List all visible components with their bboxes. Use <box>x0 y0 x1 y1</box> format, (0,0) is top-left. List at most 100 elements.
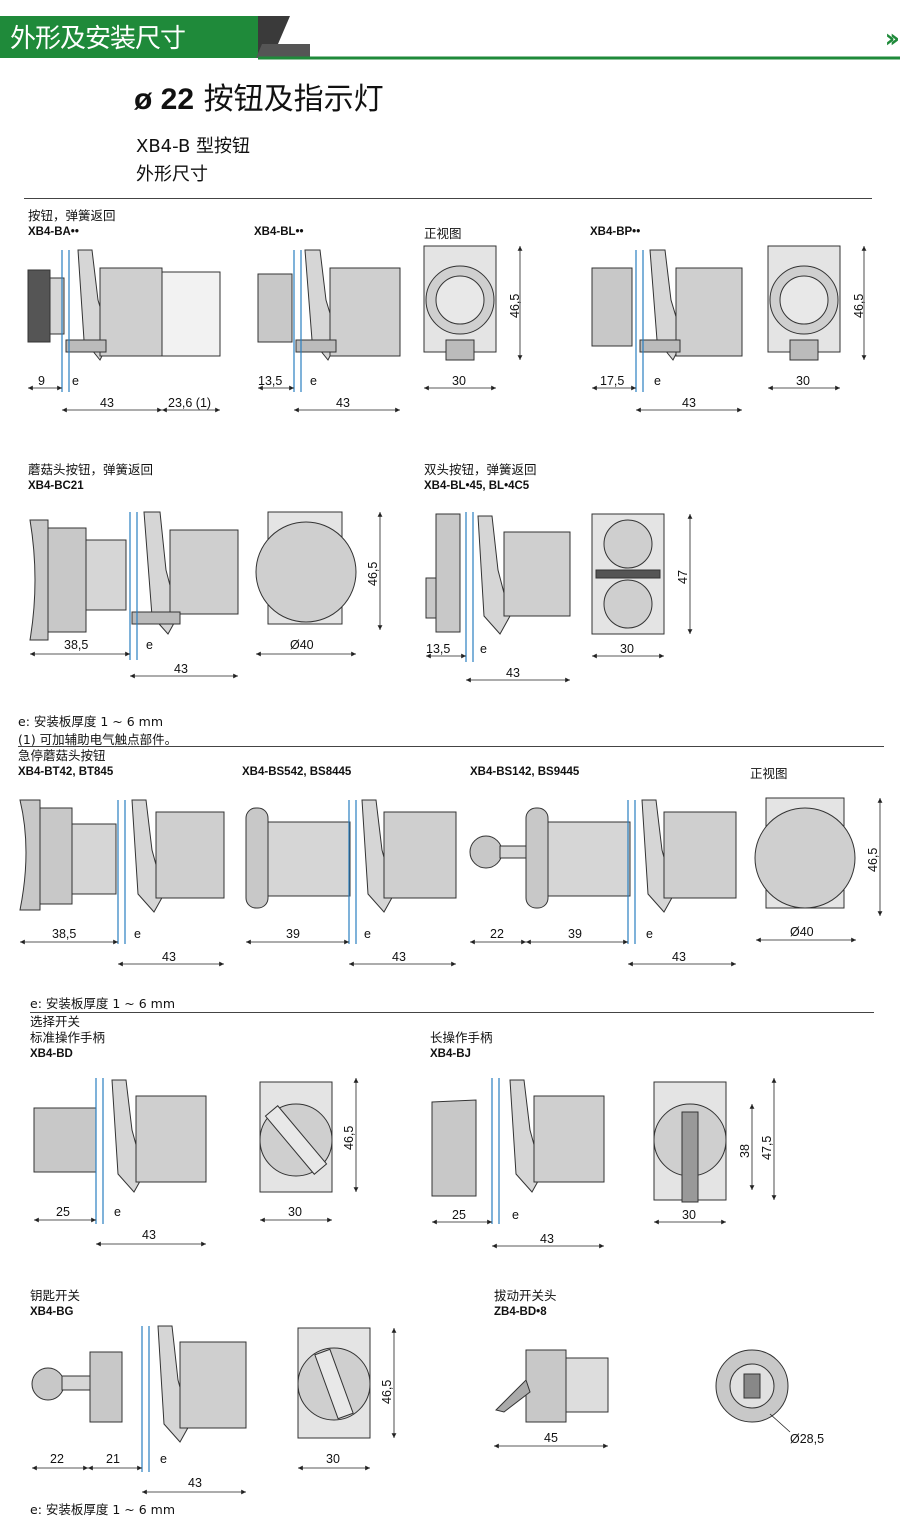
dim-label: 43 <box>506 666 520 680</box>
dim-label: e <box>480 642 487 656</box>
note-e: e: 安装板厚度 1 ~ 6 mm <box>18 714 164 729</box>
drawing-bd-front <box>259 1081 333 1193</box>
dim-label: 46,5 <box>366 561 380 586</box>
dim-label: 30 <box>452 374 466 388</box>
dim-label: e <box>654 374 661 388</box>
dim-label: e <box>364 927 371 941</box>
dim-label: e <box>646 927 653 941</box>
dim-label: 43 <box>540 1232 554 1246</box>
dim-label: 30 <box>326 1452 340 1466</box>
divider <box>18 746 884 747</box>
drawing-ba <box>27 249 221 361</box>
drawing-bj-front <box>653 1081 727 1203</box>
drawing-front-view-2 <box>767 245 841 361</box>
dim-label: 43 <box>142 1228 156 1242</box>
dim-label: e <box>72 374 79 388</box>
model-code: XB4-BP•• <box>590 226 641 238</box>
model-code: XB4-BJ <box>430 1048 471 1060</box>
dim-label: 43 <box>682 396 696 410</box>
dim-label: 23,6 (1) <box>168 396 212 410</box>
drawing-bj <box>431 1079 605 1197</box>
model-code: XB4-BL•• <box>254 226 304 238</box>
dim-label: 43 <box>336 396 350 410</box>
dim-label: 43 <box>100 396 114 410</box>
dim-label: 30 <box>682 1208 696 1222</box>
dim-label: Ø40 <box>790 925 814 939</box>
dim-label: 30 <box>796 374 810 388</box>
dim-label: 38,5 <box>64 638 89 652</box>
model-code: XB4-BT42, BT845 <box>18 766 114 778</box>
group-label: 标准操作手柄 <box>30 1030 106 1045</box>
group-label: 双头按钮，弹簧返回 <box>424 462 537 477</box>
drawing-bl <box>257 249 401 361</box>
dim-label: 43 <box>174 662 188 676</box>
section-title: 外形及安装尺寸 <box>10 24 186 54</box>
drawing-zb4-front <box>715 1349 789 1423</box>
dim-label: 46,5 <box>866 847 880 872</box>
header-band <box>0 16 900 60</box>
dim-label: 43 <box>162 950 176 964</box>
model-code: XB4-BC21 <box>28 480 84 492</box>
drawing-bp <box>591 249 743 361</box>
dim-label: 47,5 <box>760 1135 774 1160</box>
dim-label: 46,5 <box>508 293 522 318</box>
group-label: 长操作手柄 <box>430 1030 493 1045</box>
note-e: e: 安装板厚度 1 ~ 6 mm <box>30 996 176 1011</box>
dim-label: 22 <box>50 1452 64 1466</box>
drawing-bl45-front <box>591 513 665 635</box>
drawing-bd <box>33 1079 207 1193</box>
model-code: XB4-BA•• <box>28 226 79 238</box>
drawing-bs142 <box>469 799 737 913</box>
group-label: 蘑菇头按钮，弹簧返回 <box>28 462 154 477</box>
dim-label: 30 <box>288 1205 302 1219</box>
dim-label: 9 <box>38 374 45 388</box>
model-code: ZB4-BD•8 <box>494 1306 547 1318</box>
dim-label: e <box>114 1205 121 1219</box>
dim-label: 47 <box>676 570 690 584</box>
dim-label: 46,5 <box>380 1379 394 1404</box>
group-label: 拔动开关头 <box>494 1288 557 1303</box>
group-label: 钥匙开关 <box>30 1288 81 1303</box>
model-code: XB4-BS542, BS8445 <box>242 766 352 778</box>
dim-label: 45 <box>544 1431 558 1445</box>
diameter-label: ø 22 <box>134 83 195 116</box>
group-label: 选择开关 <box>30 1014 81 1029</box>
dim-label: 22 <box>490 927 504 941</box>
dim-label: 39 <box>568 927 582 941</box>
group-label: 按钮，弹簧返回 <box>28 208 116 223</box>
dim-label: 43 <box>392 950 406 964</box>
section-header: 外形及安装尺寸 ›› <box>0 14 900 62</box>
dim-label: e <box>512 1208 519 1222</box>
drawing-bc21-front <box>255 511 357 625</box>
page-title: ø 22 按钮及指示灯 <box>134 74 384 118</box>
model-code: XB4-BG <box>30 1306 74 1318</box>
model-code: XB4-BD <box>30 1048 73 1060</box>
drawing-bl45 <box>425 513 571 635</box>
view-label: 正视图 <box>424 226 462 241</box>
dim-label: 43 <box>672 950 686 964</box>
dim-label: 46,5 <box>852 293 866 318</box>
note-e: e: 安装板厚度 1 ~ 6 mm <box>30 1502 176 1517</box>
drawing-zb4 <box>495 1349 609 1423</box>
group-label: 急停蘑菇头按钮 <box>18 748 106 763</box>
dim-label: 25 <box>452 1208 466 1222</box>
dim-label: 13,5 <box>258 374 283 388</box>
subtitle-dimensions: 外形尺寸 <box>136 164 208 185</box>
dim-label: e <box>310 374 317 388</box>
dim-label: 30 <box>620 642 634 656</box>
dim-label: e <box>134 927 141 941</box>
dim-label: 39 <box>286 927 300 941</box>
divider <box>24 198 872 199</box>
drawing-bs542 <box>245 799 457 913</box>
dim-label: e <box>160 1452 167 1466</box>
dim-label: 13,5 <box>426 642 451 656</box>
dim-label: 25 <box>56 1205 70 1219</box>
drawing-emergency-front <box>754 797 856 909</box>
dim-label: 38,5 <box>52 927 77 941</box>
dim-label: 38 <box>738 1144 752 1158</box>
dim-label: Ø28,5 <box>790 1432 825 1446</box>
dim-label: 17,5 <box>600 374 625 388</box>
dim-label: 46,5 <box>342 1125 356 1150</box>
divider <box>30 1012 874 1013</box>
